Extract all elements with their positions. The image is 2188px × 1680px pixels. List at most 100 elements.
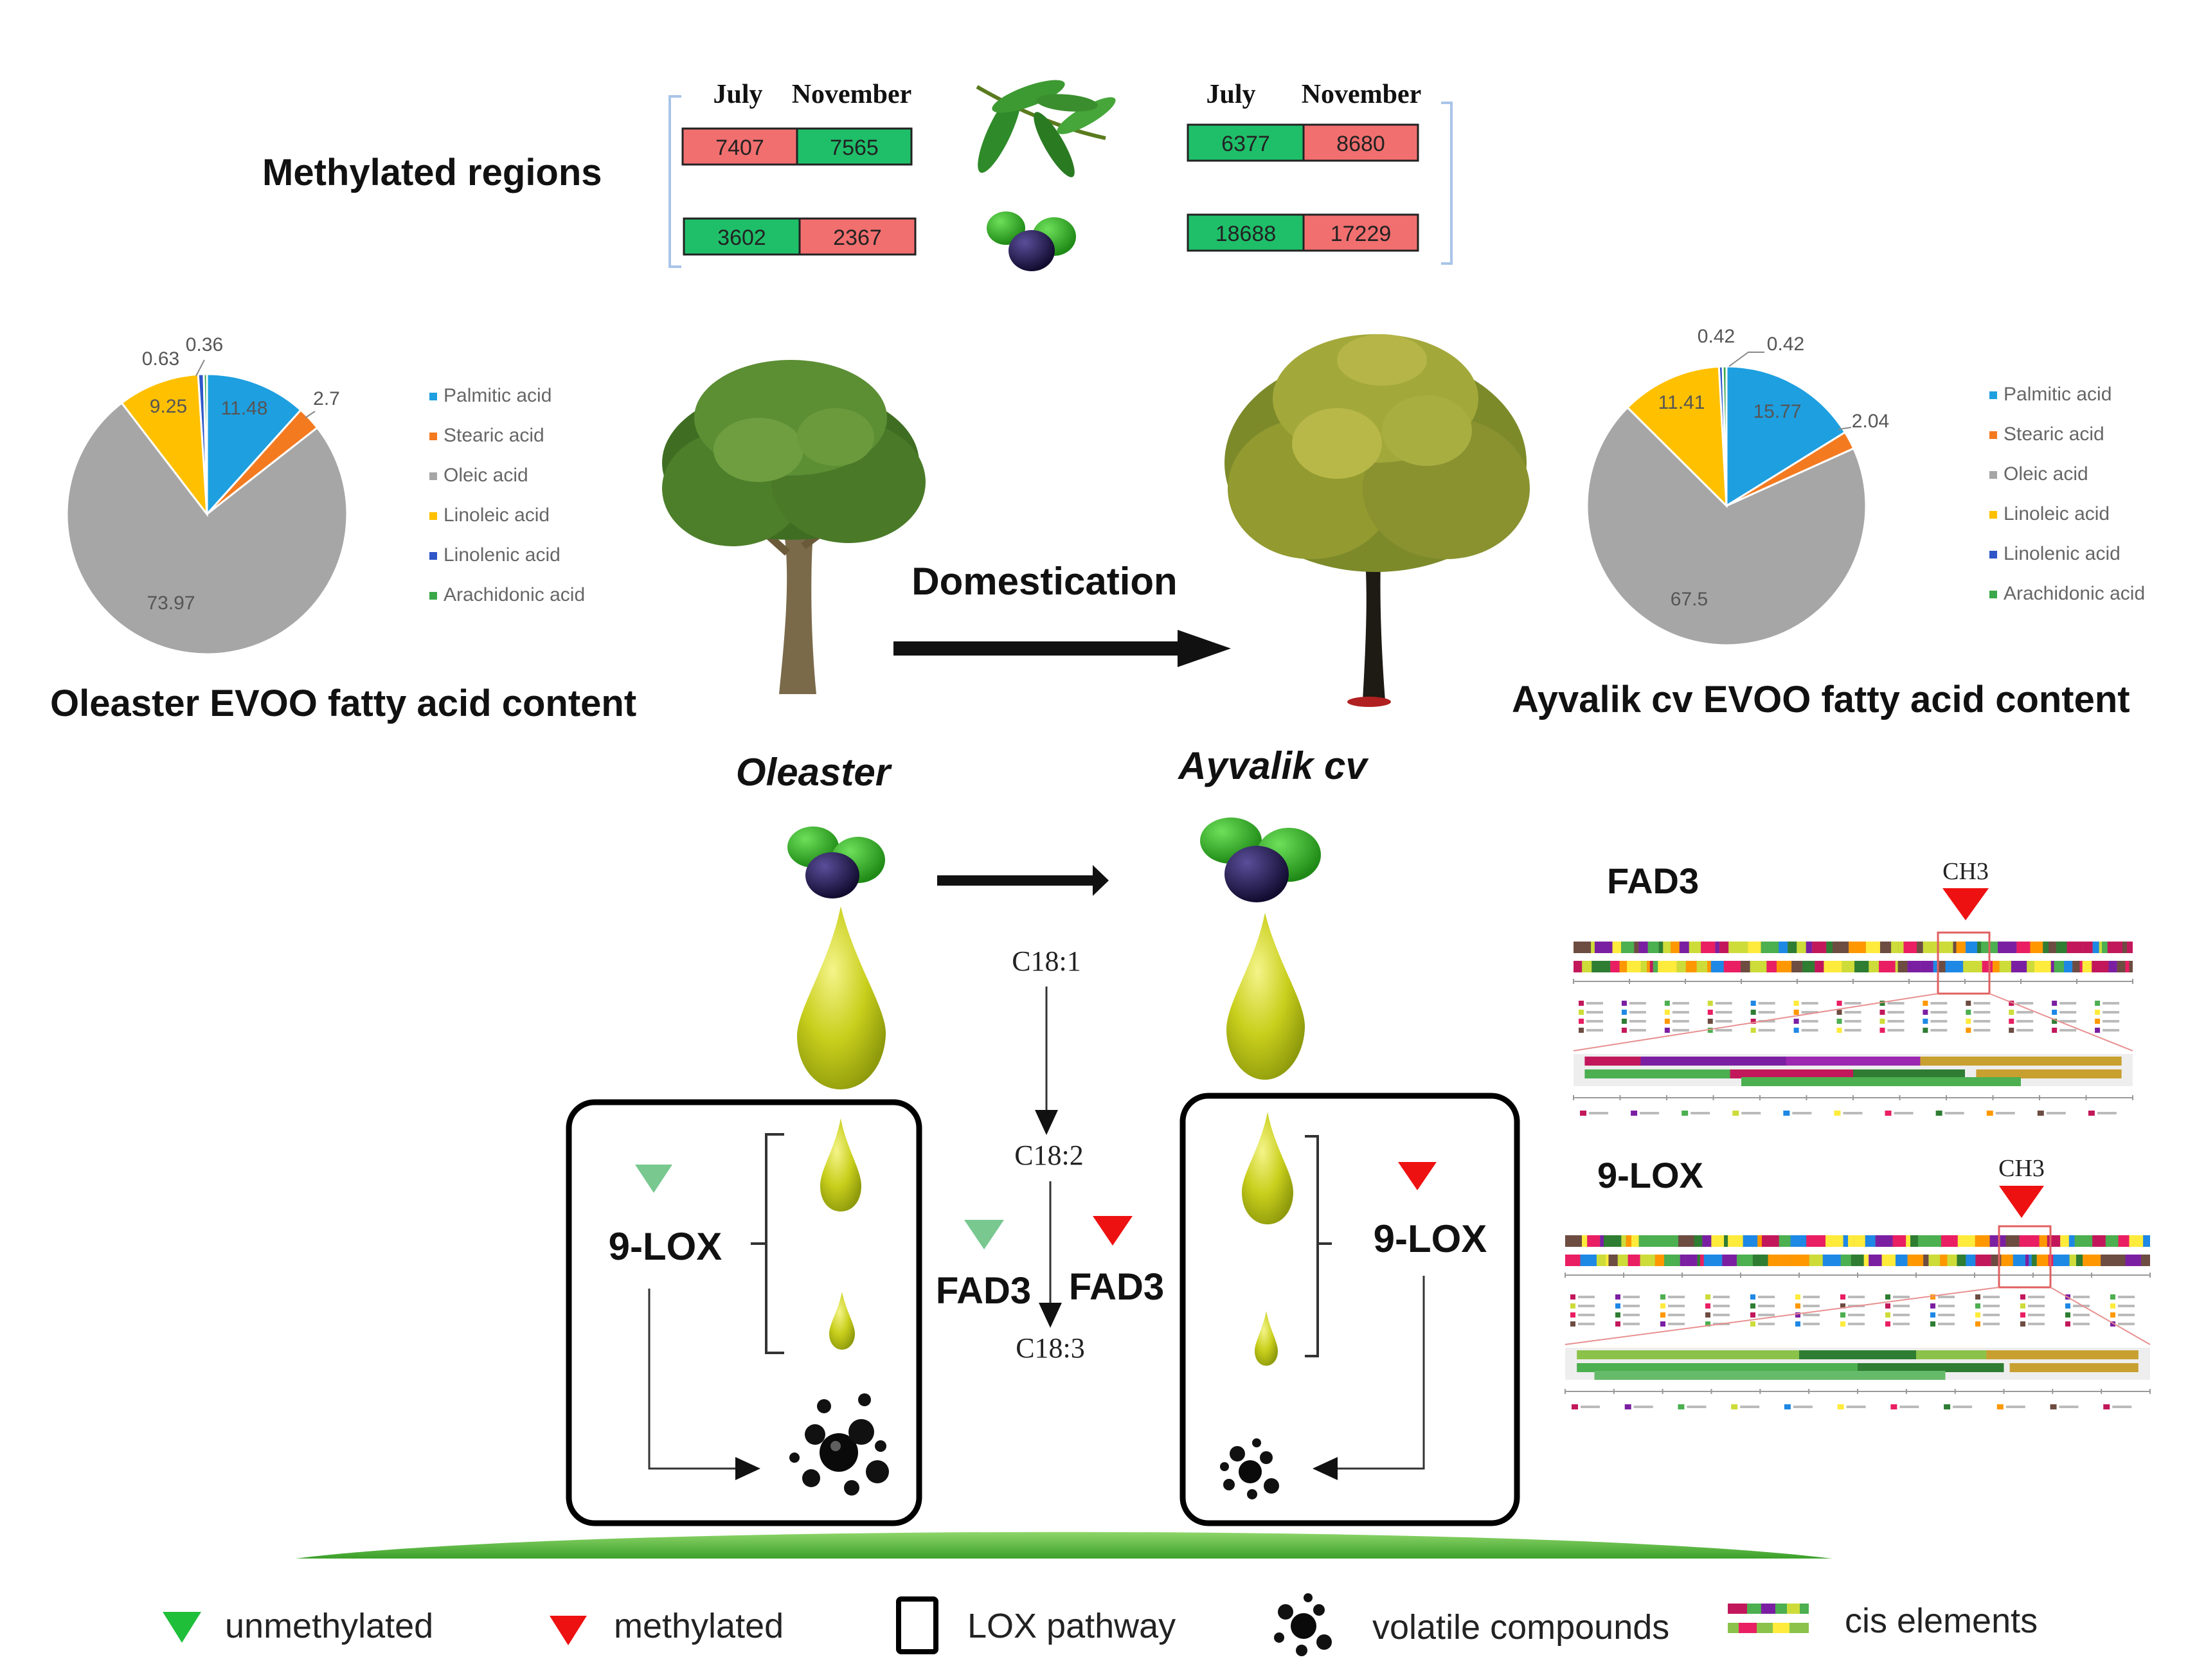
sequence-block (1634, 942, 1639, 953)
oleaster-volatile-compounds-icon (789, 1393, 889, 1496)
element-legend-text (1715, 1002, 1732, 1005)
element-legend-text (1758, 1314, 1775, 1316)
oleaster-bracket (751, 1133, 784, 1354)
legend-unmethylated-label: unmethylated (225, 1607, 433, 1645)
element-legend-swatch (1579, 1001, 1584, 1006)
sequence-block (1809, 1255, 1823, 1266)
element-legend-text (1801, 1029, 1818, 1032)
element-legend-swatch (1732, 1111, 1739, 1116)
element-legend-swatch (1615, 1312, 1620, 1318)
sequence-block (1658, 961, 1677, 972)
sequence-block (2056, 942, 2067, 953)
fad3-sequence-panel (1573, 931, 2133, 1116)
sequence-block (1993, 961, 2000, 972)
sequence-block (1664, 1235, 1679, 1247)
left-header-july: July (713, 80, 762, 109)
element-legend-swatch (2110, 1312, 2115, 1318)
ayvalik-bracket (1305, 1135, 1332, 1357)
sequence-block (2118, 1235, 2130, 1247)
element-legend-swatch (1966, 1028, 1971, 1033)
sequence-block (2013, 1255, 2026, 1266)
oleaster-legend-swatch (429, 472, 437, 480)
element-legend-text (1848, 1323, 1865, 1325)
element-legend-text (1713, 1305, 1730, 1307)
ayvalik-tree-illustration (1224, 334, 1530, 707)
ayvalik-value-label: 2.04 (1852, 411, 1889, 432)
sequence-block (2043, 942, 2049, 953)
element-legend-text (1623, 1314, 1640, 1316)
element-legend-text (2118, 1314, 2135, 1316)
cell-r1-right-november (1302, 123, 1419, 162)
ayvalik-leader-line (1838, 427, 1852, 430)
element-legend-text (1758, 1011, 1775, 1014)
sequence-block (1596, 1255, 1606, 1266)
sequence-block (1999, 961, 2011, 972)
element-legend-swatch (1975, 1321, 1980, 1327)
element-legend-swatch (1885, 1294, 1890, 1300)
sequence-block (2125, 961, 2130, 972)
oleaster-legend-label: Linoleic acid (444, 505, 550, 526)
oleaster-legend-label: Oleic acid (444, 465, 528, 486)
ayvalik-slice-arachidonic-acid (1721, 365, 1728, 506)
pathway-c18-2: C18:2 (1014, 1139, 1084, 1171)
element-legend-swatch (1621, 1028, 1627, 1033)
zoom-element-block (1594, 1371, 1946, 1380)
sequence-block (2001, 1255, 2013, 1266)
sequence-block (2092, 961, 2109, 972)
element-legend-text (1740, 1406, 1760, 1408)
element-legend-text (1758, 1002, 1775, 1005)
element-legend-swatch (1885, 1312, 1890, 1318)
sequence-block (1998, 942, 2017, 953)
ayvalik-lox-label: 9-LOX (1374, 1217, 1487, 1260)
sequence-block (2076, 1255, 2083, 1266)
element-legend-text (1640, 1112, 1660, 1114)
sequence-block (2072, 961, 2080, 972)
sequence-block (1923, 1255, 1929, 1266)
sequence-block (1710, 1255, 1723, 1266)
element-legend-text (1758, 1020, 1775, 1023)
sequence-block (1685, 961, 1697, 972)
sequence-block (1603, 1235, 1622, 1247)
element-legend-swatch (1923, 1010, 1928, 1015)
oleaster-value-label: 11.48 (221, 398, 268, 419)
element-legend-text (1741, 1112, 1761, 1114)
ayvalik-legend-label: Linoleic acid (2004, 503, 2110, 524)
sequence-block (1865, 1235, 1876, 1247)
element-legend-swatch (1944, 1404, 1951, 1409)
sequence-block (1982, 961, 1987, 972)
element-legend-text (1930, 1002, 1948, 1005)
sequence-block (1600, 1235, 1604, 1247)
oleaster-lox-box (566, 1099, 922, 1526)
element-legend-swatch (1930, 1303, 1935, 1309)
element-legend-swatch (1579, 1019, 1584, 1024)
sequence-block (1679, 942, 1689, 953)
element-legend-text (2103, 1011, 2120, 1014)
oleaster-value-label: 73.97 (147, 593, 195, 614)
sequence-block (1750, 961, 1767, 972)
element-legend-swatch (1793, 1010, 1799, 1015)
element-legend-text (1803, 1323, 1820, 1325)
sequence-block (2064, 961, 2073, 972)
ayvalik-leader-line (1728, 352, 1764, 367)
sequence-block (1895, 961, 1898, 972)
sequence-block (1640, 961, 1647, 972)
element-legend-text (1623, 1323, 1640, 1325)
olive-transition-arrow (937, 865, 1109, 896)
zoom-element-block (1786, 1057, 1954, 1066)
oleaster-lox-flow-arrow (648, 1289, 760, 1480)
sequence-block (1761, 1235, 1779, 1247)
sequence-block (1791, 1255, 1809, 1266)
sequence-block (1743, 1235, 1755, 1247)
element-legend-text (1589, 1112, 1608, 1114)
sequence-block (1779, 942, 1788, 953)
sequence-block (1806, 942, 1813, 953)
sequence-block (2105, 1235, 2119, 1247)
element-legend-swatch (1783, 1111, 1790, 1116)
element-legend-text (1586, 1011, 1603, 1014)
element-legend-swatch (1660, 1321, 1665, 1327)
oleaster-leader-line (195, 359, 205, 377)
sequence-block (1696, 961, 1708, 972)
